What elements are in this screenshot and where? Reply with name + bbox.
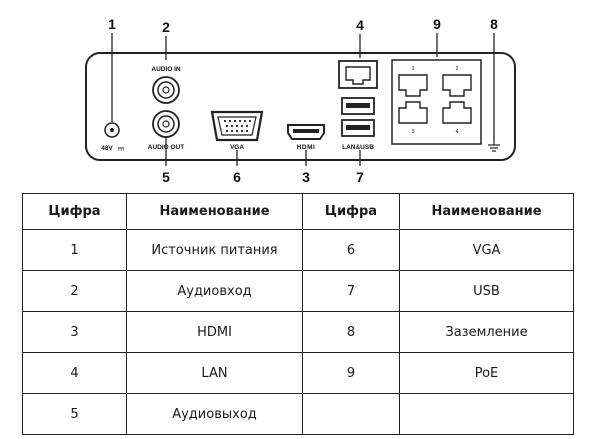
poe-port-2-label: 2 xyxy=(455,66,458,72)
header-name-2: Наименование xyxy=(399,193,574,230)
row-number: 5 xyxy=(22,393,127,435)
callout-6: 6 xyxy=(233,169,241,185)
vga-label: VGA xyxy=(230,144,244,151)
power-label: 48V xyxy=(101,145,113,152)
audio-in-label: AUDIO IN xyxy=(151,66,181,73)
usb-port-bottom xyxy=(341,119,375,137)
callout-4: 4 xyxy=(356,17,364,33)
callout-7: 7 xyxy=(356,169,364,185)
table-row: 2 Аудиовход 7 USB xyxy=(22,270,574,312)
row-name: Заземление xyxy=(399,311,574,353)
callout-8: 8 xyxy=(490,16,498,32)
table-row: 5 Аудиовыход xyxy=(22,393,574,435)
row-name: USB xyxy=(399,270,574,312)
table-row: 3 HDMI 8 Заземление xyxy=(22,311,574,353)
row-number: 6 xyxy=(302,229,400,271)
row-name xyxy=(399,393,574,435)
row-name: Источник питания xyxy=(126,229,303,271)
row-number: 8 xyxy=(302,311,400,353)
rear-panel-diagram: 1 2 3 4 5 6 7 8 9 48V AUDIO IN AUDIO OUT xyxy=(85,16,516,185)
callout-9: 9 xyxy=(433,16,441,32)
callout-2: 2 xyxy=(162,19,170,35)
row-name: VGA xyxy=(399,229,574,271)
row-number: 7 xyxy=(302,270,400,312)
legend-table: Цифра Наименование Цифра Наименование 1 … xyxy=(22,193,574,435)
audio-out-jack: AUDIO OUT xyxy=(148,110,185,151)
poe-port-4-label: 4 xyxy=(455,129,458,135)
callout-5: 5 xyxy=(162,169,170,185)
audio-in-jack: AUDIO IN xyxy=(151,66,181,104)
lan-port xyxy=(338,60,378,89)
ground-icon xyxy=(488,140,500,152)
lan-usb-label: LAN&USB xyxy=(342,144,374,151)
row-name: Аудиовыход xyxy=(126,393,303,435)
table-row: 1 Источник питания 6 VGA xyxy=(22,229,574,271)
header-name-1: Наименование xyxy=(126,193,303,230)
row-name: LAN xyxy=(126,352,303,394)
table-row: 4 LAN 9 PoE xyxy=(22,352,574,394)
row-number: 2 xyxy=(22,270,127,312)
table-header-row: Цифра Наименование Цифра Наименование xyxy=(22,193,574,230)
poe-port-1-label: 1 xyxy=(411,66,414,72)
row-number xyxy=(302,393,400,435)
row-number: 4 xyxy=(22,352,127,394)
header-number-2: Цифра xyxy=(302,193,400,230)
row-number: 1 xyxy=(22,229,127,271)
header-number-1: Цифра xyxy=(22,193,127,230)
row-number: 3 xyxy=(22,311,127,353)
audio-out-label: AUDIO OUT xyxy=(148,144,185,151)
hdmi-label: HDMI xyxy=(297,144,316,151)
row-name: HDMI xyxy=(126,311,303,353)
usb-port-top xyxy=(341,97,375,115)
row-name: PoE xyxy=(399,352,574,394)
row-number: 9 xyxy=(302,352,400,394)
callout-1: 1 xyxy=(108,16,116,32)
poe-port-3-label: 3 xyxy=(411,129,414,135)
callout-3: 3 xyxy=(302,169,310,185)
power-connector: 48V xyxy=(101,122,124,152)
row-name: Аудиовход xyxy=(126,270,303,312)
hdmi-port: HDMI xyxy=(287,124,325,151)
poe-ports: 1 2 3 4 xyxy=(391,59,482,145)
vga-port: VGA xyxy=(210,110,264,151)
